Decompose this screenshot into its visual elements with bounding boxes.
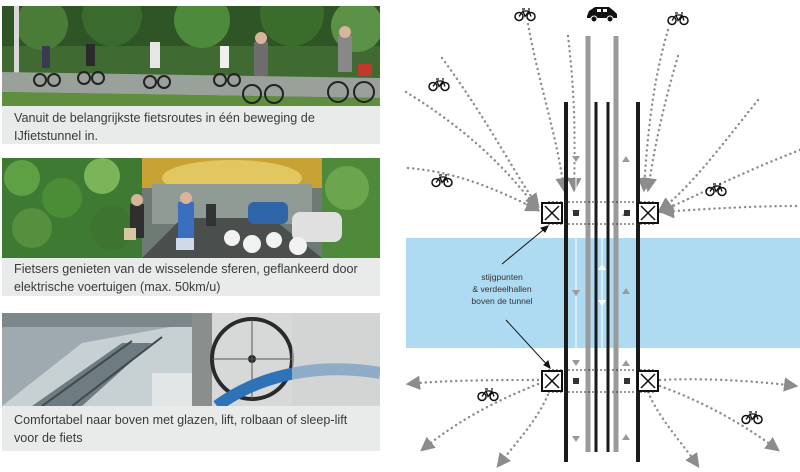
photo-tunnel-green-wall [2, 158, 380, 258]
bike-routes-exit [405, 375, 799, 468]
photo-panel-1: Vanuit de belangrijkste fietsroutes in é… [2, 6, 380, 144]
photo-panel-3: Comfortabel naar boven met glazen, lift,… [2, 313, 380, 451]
water-body [406, 238, 800, 348]
photo-cyclists-path [2, 6, 380, 106]
tunnel-route-diagram: stijgpunten & verdeelhallen boven de tun… [404, 7, 800, 468]
annotation-line-1: stijgpunten [481, 272, 523, 282]
annotation-line-3: boven de tunnel [471, 296, 532, 306]
bike-routes [404, 22, 800, 219]
caption-2: Fietsers genieten van de wisselende sfer… [14, 262, 358, 294]
photo-panel-2: Fietsers genieten van de wisselende sfer… [2, 158, 380, 296]
caption-1: Vanuit de belangrijkste fietsroutes in é… [14, 111, 315, 143]
annotation-line-2: & verdeelhallen [472, 284, 531, 294]
hall-markers [573, 210, 630, 384]
caption-3: Comfortabel naar boven met glazen, lift,… [14, 413, 348, 445]
annotation-pointers [501, 225, 551, 369]
car-icon [587, 7, 617, 23]
tunnel-structure [564, 36, 640, 462]
photo-escalator-bike-lift [2, 313, 380, 406]
